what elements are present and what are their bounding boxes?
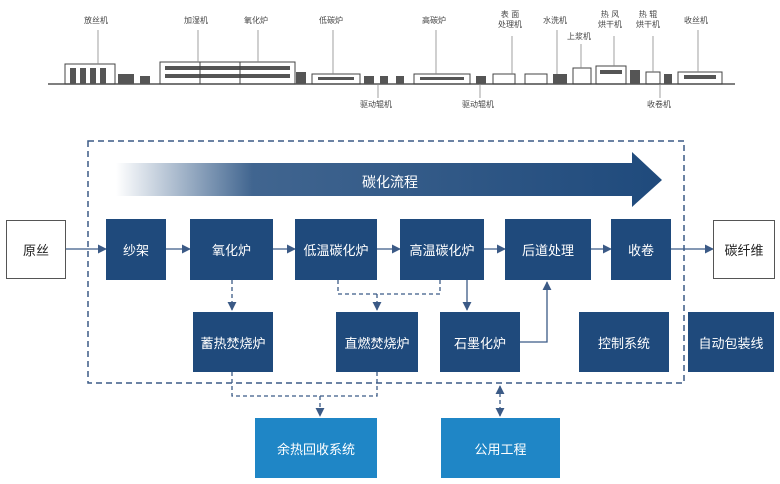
system-waste-heat-recovery: 余热回收系统 bbox=[255, 418, 377, 478]
input-raw-fiber: 原丝 bbox=[6, 220, 66, 279]
step-oxidation-oven: 氧化炉 bbox=[190, 219, 273, 280]
step-ht-carbonization: 高温碳化炉 bbox=[400, 219, 484, 280]
production-line: 放丝机 加湿机 氧化炉 低碳炉 高碳炉 表 面 处理机 水洗机 上浆机 热 风 … bbox=[0, 0, 780, 112]
label-shuixi: 水洗机 bbox=[543, 16, 567, 25]
label-yanghua: 氧化炉 bbox=[244, 16, 268, 25]
unit-rto: 蓄热焚烧炉 bbox=[193, 312, 273, 372]
machine-fangsi bbox=[64, 63, 150, 85]
label-ditan: 低碳炉 bbox=[319, 16, 343, 25]
label-biaomian: 表 面 处理机 bbox=[498, 10, 522, 29]
label-regun: 热 辊 烘干机 bbox=[636, 10, 660, 29]
label-refeng: 热 风 烘干机 bbox=[598, 10, 622, 29]
production-line-drawing bbox=[48, 30, 735, 98]
step-creel: 纱架 bbox=[106, 219, 166, 280]
output-carbon-fiber: 碳纤维 bbox=[713, 220, 775, 279]
machine-gaotan bbox=[413, 73, 486, 85]
label-shoujuan: 收卷机 bbox=[647, 100, 671, 109]
label-gaotan: 高碳炉 bbox=[422, 16, 446, 25]
unit-control-system: 控制系统 bbox=[579, 312, 669, 372]
step-lt-carbonization: 低温碳化炉 bbox=[295, 219, 377, 280]
label-shousi: 收丝机 bbox=[684, 16, 708, 25]
label-qudong2: 驱动辊机 bbox=[462, 100, 494, 109]
step-winding: 收卷 bbox=[611, 219, 671, 280]
step-post-treatment: 后道处理 bbox=[505, 219, 591, 280]
machine-post bbox=[492, 65, 723, 85]
flow-banner-label: 碳化流程 bbox=[362, 175, 418, 191]
unit-direct-fired: 直燃焚烧炉 bbox=[336, 312, 418, 372]
system-utilities: 公用工程 bbox=[441, 418, 560, 478]
flow-banner-arrow bbox=[116, 152, 662, 207]
unit-auto-packing: 自动包装线 bbox=[688, 312, 774, 372]
label-fangsi: 放丝机 bbox=[84, 16, 108, 25]
label-qudong1: 驱动辊机 bbox=[360, 100, 392, 109]
label-jiashi: 加湿机 bbox=[184, 16, 208, 25]
machine-oxidation bbox=[159, 61, 306, 85]
machine-ditan bbox=[311, 73, 404, 85]
label-shangjiang: 上浆机 bbox=[567, 32, 591, 41]
unit-graphitization: 石墨化炉 bbox=[440, 312, 520, 372]
process-frame bbox=[87, 140, 685, 384]
